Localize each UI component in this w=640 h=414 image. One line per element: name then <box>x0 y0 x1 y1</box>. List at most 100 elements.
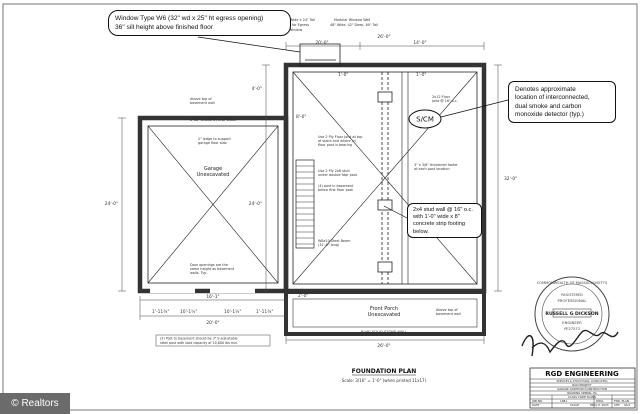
tb-date-label: DATE <box>532 403 540 407</box>
tb-dwg-value: FND. PLAN <box>614 399 629 403</box>
dimension-labels: 20'-0" 14'-0" 26'-0" 4'-0" 24'-0" 32'-0"… <box>105 34 517 349</box>
window-well <box>299 43 341 67</box>
dim-garage-seg-3: 10'-1½" <box>224 308 241 315</box>
note-ledge-1: 2" ledge to support <box>198 137 231 141</box>
dim-inner-b: 1'-0" <box>416 72 426 78</box>
dim-left-main: 24'-0" <box>249 201 262 207</box>
callout-window-line-2: 36" sill height above finished floor <box>115 24 214 31</box>
note-window-2: BD for Egress <box>286 23 309 27</box>
callout-smoke-line-4: monoxide detector (typ.) <box>515 111 584 119</box>
dim-garage-inner: 8'-0" <box>296 114 306 120</box>
wall-note-bottom: 8"x8" SOLID STONE WALL <box>361 330 407 334</box>
note-beam-3: floor post is bearing <box>318 143 352 147</box>
tb-job-value: 1081 <box>560 399 567 403</box>
note-door-2: same height as basement <box>190 267 235 271</box>
note-window-3: Window <box>289 28 303 32</box>
garage-sub: Unexcavated <box>197 172 230 178</box>
listing-watermark: © Realtors <box>0 393 70 414</box>
stamp-prof: PROFESSIONAL <box>558 298 588 303</box>
dim-garage-full: 20'-0" <box>206 320 219 326</box>
stamp-type: ENGINEER <box>562 320 582 325</box>
lally-note-1: (3) Post to basement should be 3" 9 adju… <box>160 337 238 341</box>
dim-left-top: 4'-0" <box>252 86 262 92</box>
callout-stud-line-1: 2x4 stud wall @ 16" o.c. <box>413 207 473 213</box>
note-modular-2: 48" Wide, 42" Deep, 60" Tall <box>330 23 378 27</box>
tb-scale-label: SCALE <box>570 403 579 407</box>
tb-project: RGD PROJECT <box>572 383 592 387</box>
tb-proj-value: PROJ. P. 2023 <box>590 403 609 407</box>
callout-smoke-line-1: Denotes approximate <box>515 86 576 93</box>
dim-garage-seg-2: 10'-1½" <box>180 308 197 315</box>
tb-location: ROARING SPRING, PA <box>567 391 597 395</box>
dim-top-right: 14'-0" <box>413 40 426 46</box>
smoke-detector-label: S/CM <box>416 116 434 124</box>
smoke-detector-callout: Denotes approximate location of intercon… <box>508 81 616 123</box>
engineer-signature <box>521 329 619 357</box>
dim-porch-width: 26'-0" <box>377 343 390 349</box>
note-beam-2: of stairs and where lvl <box>318 139 356 143</box>
dim-inner-a: 1'-0" <box>338 72 348 78</box>
stud-wall-callout: 2x4 stud wall @ 16" o.c. with 1'-0" wide… <box>407 203 482 238</box>
dim-top-left: 20'-0" <box>315 40 328 46</box>
callout-stud-line-4: below. <box>413 228 429 235</box>
callout-stud-line-3: concrete strip footing <box>413 221 465 228</box>
stamp-reg: REGISTERED <box>561 293 583 297</box>
dim-garage-seg-4: 1'-11¾" <box>256 309 273 315</box>
tb-job-label: JOB NO. <box>531 399 543 403</box>
stamp-number: PE27573 <box>564 327 580 331</box>
stamp-name: RUSSELL G DICKSON <box>545 311 598 317</box>
note-beam-1: Use 2 Ply Floor Joist at top <box>318 135 362 139</box>
garage-label: Garage <box>204 166 222 172</box>
plan-notes: 36" Wide x 24" Tall BD for Egress Window… <box>190 18 458 275</box>
stamp-state: COMMONWEALTH OF MASSACHUSETTS <box>537 281 608 285</box>
callout-smoke-line-3: dual smoke and carbon <box>515 102 582 110</box>
porch-note-1: Above top of <box>436 308 458 312</box>
note-beam-5: under double fdqr post <box>318 173 358 177</box>
note-floor-1: 2x12 Floor <box>432 95 451 99</box>
note-beam-6: (4) post in basement <box>318 184 354 188</box>
callout-stud-line-2: with 1'-0" wide x 8" <box>413 214 460 221</box>
plan-title: FOUNDATION PLAN <box>352 368 417 375</box>
note-beam-4: Use 2 Ply 2x8 stud <box>318 169 350 173</box>
post-pads <box>377 91 393 273</box>
tb-class: CLASS CODE PLANS <box>568 395 596 399</box>
egress-window-callout: Window Type W6 (32" wd x 25" ht egress o… <box>108 10 291 36</box>
smoke-detector-symbol <box>408 109 442 129</box>
company-name: RGD ENGINEERING <box>545 370 619 378</box>
lally-note-box <box>155 334 271 347</box>
note-above-2: basement wall <box>190 101 215 105</box>
note-steel-1: W8x10 Steel Beam <box>318 239 351 243</box>
note-floor-2: Joist @ 16" o.c. <box>431 99 458 103</box>
note-steel-2: (31'-0" long) <box>318 243 340 247</box>
note-thick-1: 3" x 3/8" thickened footer <box>414 163 458 167</box>
wall-note-garage: 8"x8" SOLID STONE WALL <box>190 118 236 122</box>
leader-lines <box>197 36 509 219</box>
callout-smoke-line-2: location of interconnected, <box>515 94 590 102</box>
tb-sht-value: S0.0 <box>624 403 630 407</box>
tb-dwg-label: DWG. <box>596 399 604 403</box>
sheet-border <box>2 3 638 411</box>
note-door-1: Door openings are the <box>190 263 228 267</box>
note-window-1: 36" Wide x 24" Tall <box>283 18 315 22</box>
note-door-3: walls. Typ. <box>190 271 207 275</box>
dim-garage-seg-1: 1'-11¾" <box>152 309 169 315</box>
engineer-stamp <box>534 276 610 352</box>
tb-construction: GARAGE ADDITION CONSTRUCTION <box>557 387 607 391</box>
title-block <box>529 367 636 409</box>
note-thick-2: at each post location <box>414 167 450 171</box>
stair-treads <box>296 165 314 245</box>
note-beam-7: below first floor post <box>318 188 354 192</box>
callout-window-line-1: Window Type W6 (32" wd x 25" ht egress o… <box>115 15 264 22</box>
note-ledge-2: garage floor slab <box>198 141 227 145</box>
company-tag: SERVICES & STRUCTURAL CONSULTING <box>557 379 608 383</box>
dim-garage-width: 16'-1" <box>206 294 219 300</box>
dim-porch-left: 2'-0" <box>298 293 308 299</box>
plan-scale: Scale: 3/16" = 1'-0" (when printed 11x17… <box>342 378 427 383</box>
title-block-fields: JOB NO. 1081 DWG. DATE FND. PLAN SCALE P… <box>531 399 630 407</box>
dim-garage-left: 24'-0" <box>105 201 118 207</box>
porch-note-2: basement wall <box>436 312 461 316</box>
tb-sht-label: SHT. <box>614 403 620 407</box>
dim-top-full: 26'-0" <box>377 34 390 40</box>
note-above-1: Above top of <box>190 97 212 101</box>
